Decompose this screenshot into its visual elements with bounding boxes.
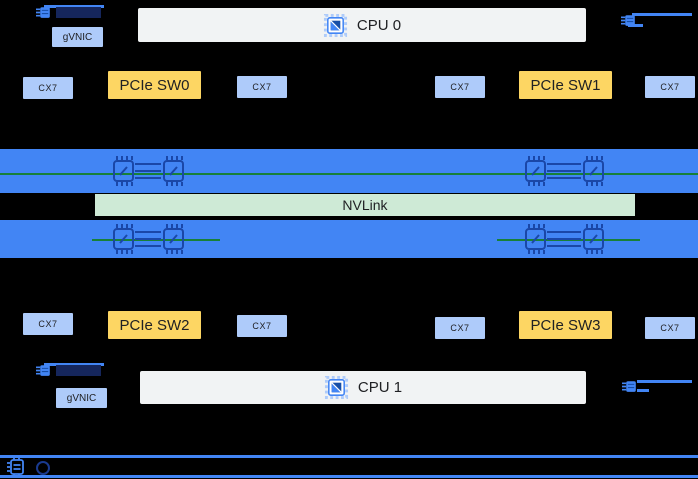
gpu-link-lines bbox=[135, 224, 161, 254]
cpu-chip-icon bbox=[323, 13, 348, 38]
cpu-chip-icon bbox=[324, 375, 349, 400]
nic-link-dash bbox=[628, 24, 643, 27]
pcie-sw0-box: PCIe SW0 bbox=[108, 71, 201, 99]
gpu-cluster bbox=[111, 156, 185, 186]
gvnic-label: gVNIC bbox=[66, 392, 97, 404]
cx7-label: CX7 bbox=[450, 323, 470, 333]
nic-chip-icon bbox=[36, 362, 53, 379]
cpu1-box: CPU 1 bbox=[140, 371, 586, 404]
gvnic-box-top: gVNIC bbox=[52, 27, 103, 47]
nic-chip-icon bbox=[36, 4, 53, 21]
nic-link-line bbox=[44, 363, 104, 366]
cx7-box: CX7 bbox=[237, 76, 287, 98]
nvlink-bus-segment bbox=[92, 239, 220, 241]
gpu-chip-icon bbox=[581, 224, 605, 254]
nic-link-line bbox=[632, 13, 692, 16]
gpu-band-bottom bbox=[0, 220, 698, 258]
cx7-box: CX7 bbox=[645, 317, 695, 339]
gvnic-box-bottom: gVNIC bbox=[56, 388, 107, 408]
gpu-chip-icon bbox=[581, 156, 605, 186]
cx7-label: CX7 bbox=[252, 82, 272, 92]
gpu-link-lines bbox=[547, 224, 581, 254]
cx7-box: CX7 bbox=[237, 315, 287, 337]
pcie-sw3-box: PCIe SW3 bbox=[519, 311, 612, 339]
pcie-sw0-label: PCIe SW0 bbox=[119, 76, 190, 94]
nvlink-label: NVLink bbox=[342, 197, 388, 213]
gvnic-label: gVNIC bbox=[62, 31, 93, 43]
pcie-sw2-box: PCIe SW2 bbox=[108, 311, 201, 339]
cx7-label: CX7 bbox=[450, 82, 470, 92]
partial-glyph bbox=[36, 461, 50, 475]
cx7-box: CX7 bbox=[435, 76, 485, 98]
gpu-chip-icon bbox=[523, 156, 547, 186]
gpu-link-lines bbox=[135, 156, 161, 186]
gpu-link-lines bbox=[547, 156, 581, 186]
cx7-label: CX7 bbox=[38, 83, 58, 93]
pcie-sw2-label: PCIe SW2 bbox=[119, 316, 190, 334]
nic-link-line bbox=[44, 5, 104, 8]
cx7-box: CX7 bbox=[645, 76, 695, 98]
cx7-label: CX7 bbox=[38, 319, 58, 329]
pcie-sw1-label: PCIe SW1 bbox=[530, 76, 601, 94]
bus-chip-icon bbox=[7, 457, 27, 477]
gpu-band-top bbox=[0, 149, 698, 193]
cx7-box: CX7 bbox=[23, 77, 73, 99]
nic-label-box bbox=[56, 7, 101, 18]
cpu1-label: CPU 1 bbox=[357, 379, 403, 396]
gpu-chip-icon bbox=[111, 156, 135, 186]
nic-link-dash bbox=[637, 389, 649, 392]
cpu0-label: CPU 0 bbox=[356, 16, 402, 34]
gpu-chip-icon bbox=[523, 224, 547, 254]
cx7-box: CX7 bbox=[435, 317, 485, 339]
cx7-box: CX7 bbox=[23, 313, 73, 335]
nvlink-bus-segment bbox=[497, 239, 640, 241]
nic-label-box bbox=[56, 365, 101, 376]
nic-link-line bbox=[637, 380, 692, 383]
gpu-chip-icon bbox=[161, 156, 185, 186]
pcie-sw3-label: PCIe SW3 bbox=[530, 316, 601, 334]
gpu-chip-icon bbox=[161, 224, 185, 254]
nvlink-bus-line bbox=[0, 173, 698, 175]
pcie-sw1-box: PCIe SW1 bbox=[519, 71, 612, 99]
gpu-cluster bbox=[111, 224, 185, 254]
nvlink-box: NVLink bbox=[95, 194, 635, 216]
cpu0-box: CPU 0 bbox=[138, 8, 586, 42]
gpu-chip-icon bbox=[111, 224, 135, 254]
cx7-label: CX7 bbox=[252, 321, 272, 331]
cx7-label: CX7 bbox=[660, 323, 680, 333]
bottom-bus-band bbox=[0, 455, 698, 478]
gpu-cluster bbox=[523, 224, 605, 254]
gpu-cluster bbox=[523, 156, 605, 186]
cx7-label: CX7 bbox=[660, 82, 680, 92]
